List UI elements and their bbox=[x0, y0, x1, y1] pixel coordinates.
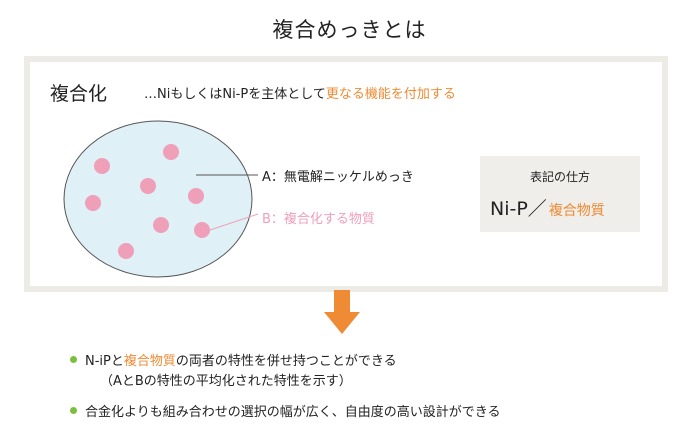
particle bbox=[194, 222, 210, 238]
bullet-dot-icon bbox=[70, 356, 77, 363]
notation-main: Ni-P／ bbox=[490, 198, 547, 220]
bullet-2-text: 合金化よりも組み合わせの選択の幅が広く、自由度の高い設計ができる bbox=[85, 405, 501, 420]
bullet-1-post: の両者の特性を併せ持つことができる bbox=[175, 354, 397, 369]
particle bbox=[94, 158, 110, 174]
bullet-dot-icon bbox=[70, 407, 77, 414]
label-b: B：複合化する物質 bbox=[262, 212, 375, 227]
desc-mid: Ni-Pを主体として bbox=[222, 87, 326, 102]
bullet-1-highlight: 複合物質 bbox=[123, 354, 176, 369]
desc-highlight: 更なる機能を付加する bbox=[325, 87, 456, 102]
bullet-item: N-iPと複合物質の両者の特性を併せ持つことができる bbox=[70, 350, 397, 369]
notation-sub: 複合物質 bbox=[548, 203, 605, 219]
notation-box: 表記の仕方 Ni-P／複合物質 bbox=[480, 156, 640, 232]
composite-panel: 複合化 …NiもしくはNi-Pを主体として更なる機能を付加する A：無電解ニッケ… bbox=[24, 56, 668, 292]
particle bbox=[153, 217, 169, 233]
label-a: A：無電解ニッケルめっき bbox=[262, 170, 414, 185]
particle bbox=[140, 178, 156, 194]
particle bbox=[163, 144, 179, 160]
bullet-item: 合金化よりも組み合わせの選択の幅が広く、自由度の高い設計ができる bbox=[70, 401, 500, 420]
page-title: 複合めっきとは bbox=[272, 18, 427, 42]
notation-title: 表記の仕方 bbox=[529, 170, 590, 184]
particle bbox=[85, 195, 101, 211]
notation-formula: Ni-P／複合物質 bbox=[490, 194, 640, 221]
matrix-circle bbox=[63, 120, 253, 278]
down-arrow-icon bbox=[324, 290, 360, 334]
bullet-1-pre: N-iPと bbox=[85, 354, 124, 369]
panel-heading: 複合化 bbox=[50, 83, 108, 105]
bullet-1-sub: （AとBの特性の平均化された特性を示す） bbox=[100, 374, 352, 389]
leader-line-b bbox=[209, 213, 259, 231]
panel-description: …NiもしくはNi-Pを主体として更なる機能を付加する bbox=[144, 83, 456, 102]
particle bbox=[188, 188, 204, 204]
composite-diagram bbox=[63, 120, 259, 278]
particle bbox=[118, 243, 134, 259]
desc-prefix: …Niもしくは bbox=[144, 87, 223, 102]
